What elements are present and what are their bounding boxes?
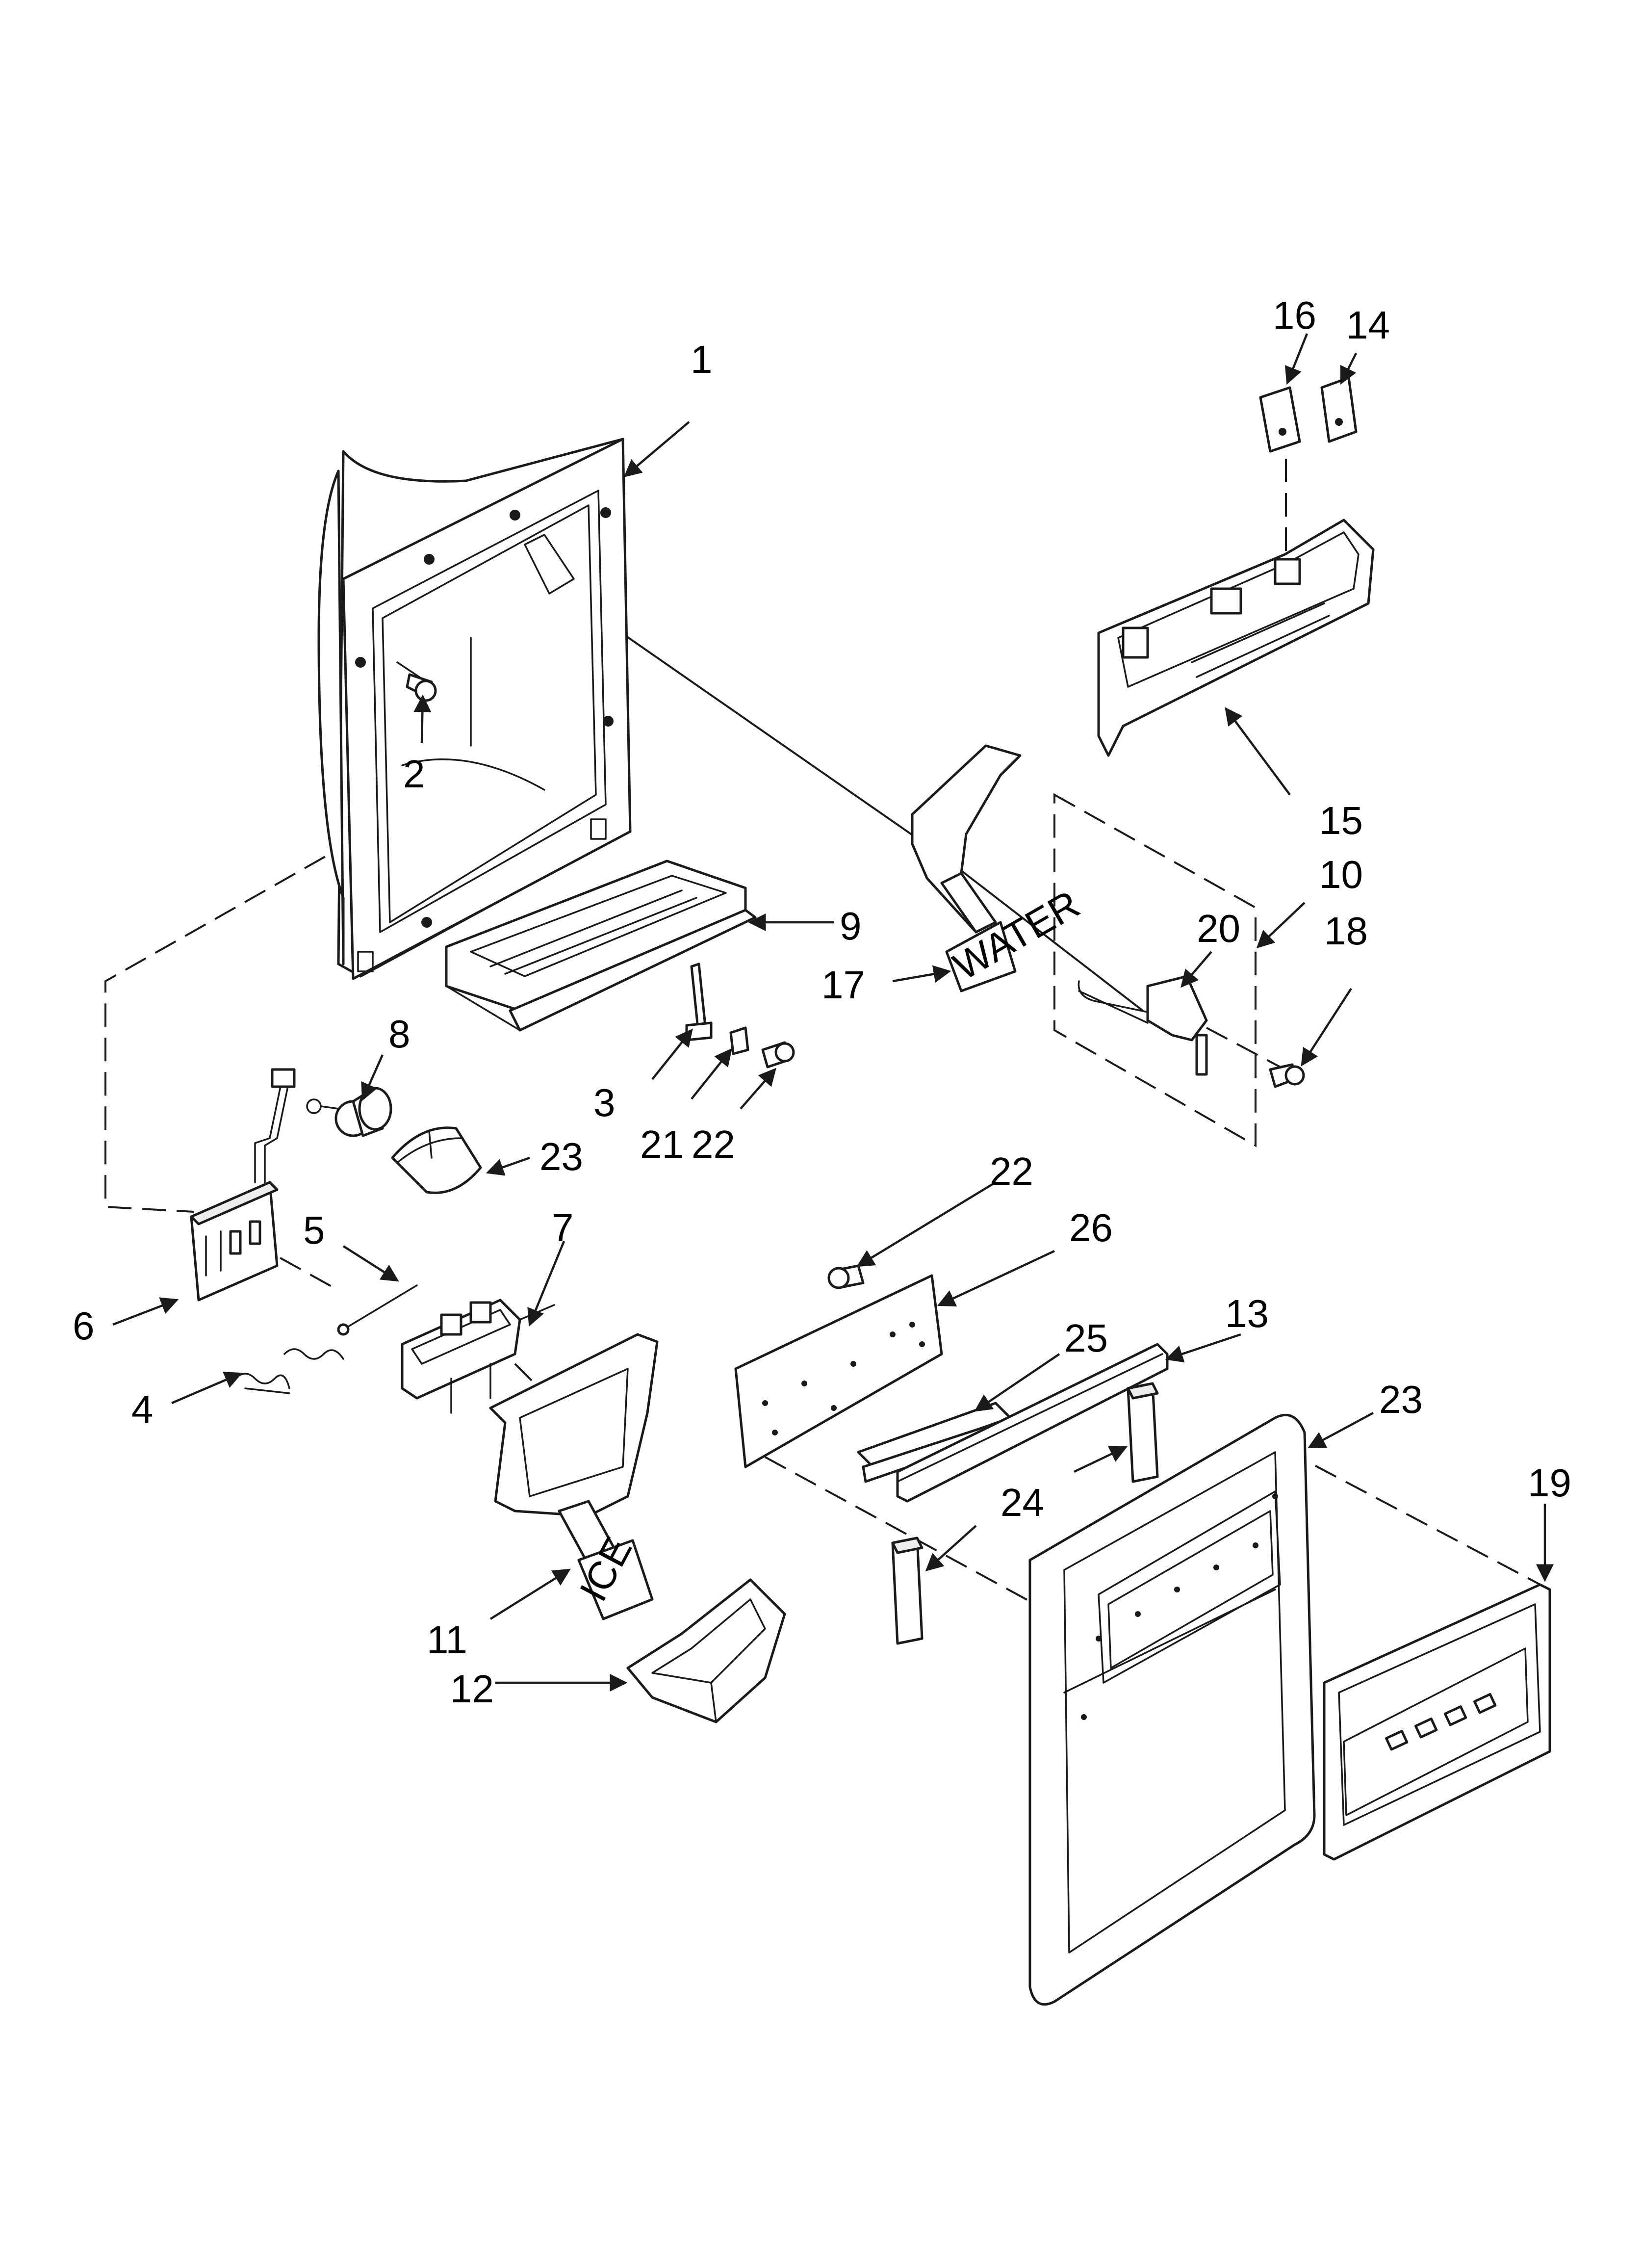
callout-17: 17 <box>821 963 865 1007</box>
callout-4: 4 <box>131 1387 154 1431</box>
part-14-insulator <box>1320 376 1358 443</box>
part-12-ice-chute <box>626 1578 786 1723</box>
callout-20: 20 <box>1197 907 1240 950</box>
part-11-ice-lever: ICE <box>489 1333 659 1620</box>
callout-23-lower: 23 <box>1379 1378 1423 1421</box>
part-5-pin <box>337 1284 418 1336</box>
part-22-screw-upper <box>761 1041 795 1069</box>
callout-numbers: 1 2 3 4 5 6 7 8 9 10 11 12 13 14 15 16 1… <box>73 293 1571 1711</box>
callout-10: 10 <box>1319 853 1363 896</box>
callout-22-upper: 22 <box>692 1122 735 1166</box>
part-24-foam-block-upper <box>1127 1382 1159 1483</box>
callout-11: 11 <box>427 1618 467 1662</box>
callout-2: 2 <box>403 752 425 796</box>
part-7-actuator <box>401 1299 555 1414</box>
part-23-chute-cover <box>391 1126 482 1194</box>
part-4-springs <box>234 1348 344 1394</box>
callout-leaders <box>112 333 1554 1692</box>
callout-19: 19 <box>1528 1461 1571 1505</box>
callout-3: 3 <box>593 1081 616 1124</box>
part-24-foam-block-lower <box>891 1537 924 1645</box>
callout-9: 9 <box>840 904 862 948</box>
callout-16: 16 <box>1273 293 1316 337</box>
part-1-dispenser-housing <box>317 438 632 980</box>
callout-12: 12 <box>450 1667 494 1711</box>
callout-18: 18 <box>1324 909 1368 953</box>
callout-8: 8 <box>388 1012 410 1056</box>
callout-13: 13 <box>1225 1292 1269 1335</box>
part-19-control-panel <box>1323 1583 1551 1861</box>
part-3-clip <box>685 963 713 1042</box>
part-21-spring-plate <box>729 1026 749 1055</box>
callout-22-lower: 22 <box>990 1149 1033 1193</box>
part-26-control-board <box>734 1274 943 1468</box>
part-6-switch-box <box>190 1068 296 1302</box>
part-23-front-frame <box>1028 1413 1316 2006</box>
callout-7: 7 <box>552 1206 574 1250</box>
part-20-actuator-arm <box>1078 975 1208 1076</box>
part-17-water-paddle: WATER <box>911 744 1087 992</box>
part-8-solenoid <box>306 1087 392 1137</box>
part-13-trim-bar <box>896 1343 1169 1503</box>
callout-14: 14 <box>1346 303 1390 347</box>
part-9-drip-tray <box>445 860 757 1032</box>
part-15-control-housing <box>1097 519 1375 757</box>
callout-25: 25 <box>1064 1316 1108 1360</box>
callout-5: 5 <box>303 1208 325 1252</box>
part-18-screw <box>1269 1063 1305 1088</box>
callout-6: 6 <box>73 1304 95 1348</box>
callout-24: 24 <box>1001 1481 1044 1524</box>
callout-21: 21 <box>640 1122 684 1166</box>
part-16-switch <box>1259 386 1301 453</box>
callout-15: 15 <box>1319 799 1363 842</box>
callout-26: 26 <box>1069 1206 1113 1250</box>
callout-23-upper: 23 <box>539 1135 583 1178</box>
callout-1: 1 <box>691 338 713 381</box>
part-22-screw-lower <box>827 1264 865 1289</box>
